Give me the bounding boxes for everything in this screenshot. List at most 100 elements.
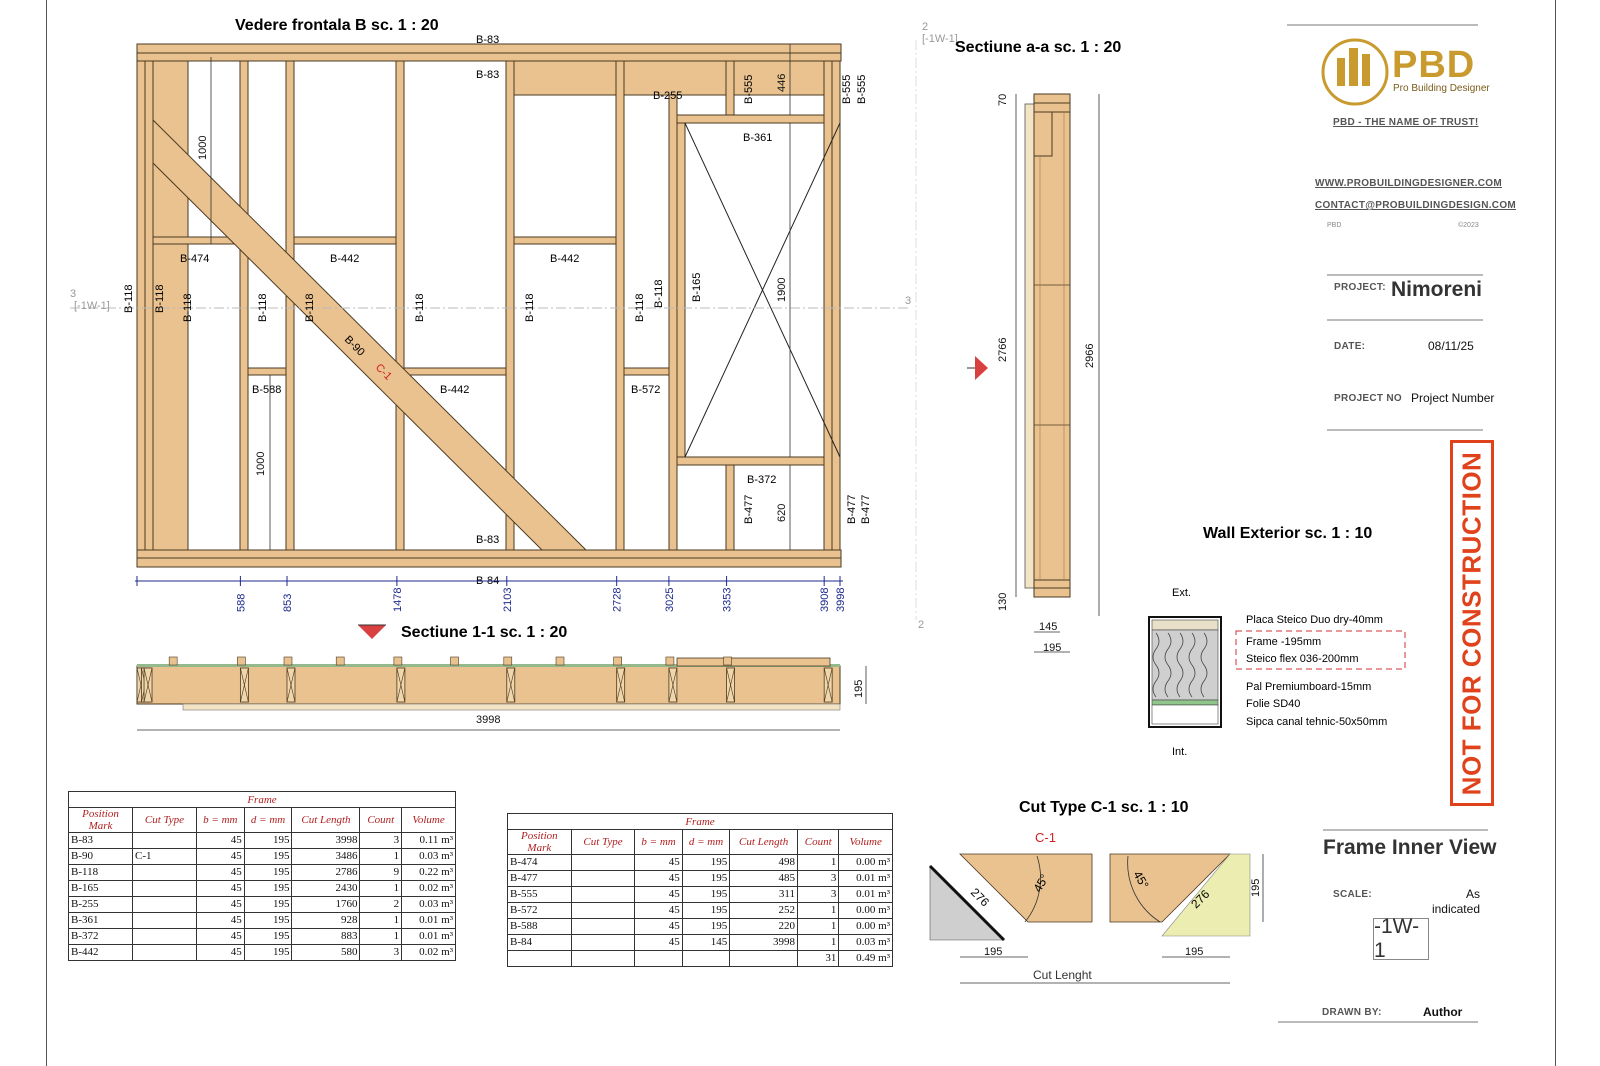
dim-2766: 2766 xyxy=(997,338,1009,362)
label-b442: B-442 xyxy=(550,253,579,265)
dim-3998: 3998 xyxy=(476,714,500,726)
table-cell: 928 xyxy=(291,912,361,929)
cut-width: 195 xyxy=(984,946,1002,958)
block-b442 xyxy=(293,236,397,245)
logo-subtitle: Pro Building Designer xyxy=(1393,83,1490,94)
table-cell xyxy=(131,912,197,929)
table-cell: 580 xyxy=(291,944,361,961)
table-cell: 45 xyxy=(195,944,245,961)
table-cell: 0.11 m³ xyxy=(401,832,456,849)
table-cell: B-118 xyxy=(68,864,133,881)
table-cell: 145 xyxy=(681,934,731,951)
col-b: b = mm xyxy=(634,829,683,855)
logo-text: PBD xyxy=(1392,44,1476,86)
table-cell: 3998 xyxy=(729,934,798,951)
email-link[interactable]: CONTACT@PROBUILDINGDESIGN.COM xyxy=(1315,200,1517,211)
table-cell: B-588 xyxy=(507,918,572,935)
section-batten xyxy=(237,656,246,666)
stud xyxy=(615,60,625,551)
stud xyxy=(395,60,405,551)
table-cell: 0.02 m³ xyxy=(401,944,456,961)
stud xyxy=(823,60,833,551)
table-cell: 45 xyxy=(195,880,245,897)
table-cell: B-165 xyxy=(68,880,133,897)
section-batten xyxy=(613,656,622,666)
section-aa-title: Sectiune a-a sc. 1 : 20 xyxy=(955,39,1121,56)
sheet-number: -1W-1 xyxy=(1373,915,1429,962)
dim-2966: 2966 xyxy=(1084,344,1096,368)
col-b: b = mm xyxy=(195,807,245,833)
table-cell: 0.00 m³ xyxy=(838,902,893,919)
bottom-plate-1 xyxy=(136,549,842,559)
table-cell: 0.02 m³ xyxy=(401,880,456,897)
website-link[interactable]: WWW.PROBUILDINGDESIGNER.COM xyxy=(1315,178,1502,189)
table-cell: 0.00 m³ xyxy=(838,918,893,935)
dim-value: 3998 xyxy=(835,588,847,612)
project-no-value: Project Number xyxy=(1411,391,1495,405)
layer-label: Sipca canal tehnic-50x50mm xyxy=(1246,716,1387,728)
table-cell xyxy=(570,934,636,951)
cut-label: C-1 xyxy=(1035,830,1056,845)
grid-mark: 2 xyxy=(922,21,928,33)
label-b118: B-118 xyxy=(524,293,536,322)
label-b372: B-372 xyxy=(747,474,776,486)
label-b442: B-442 xyxy=(440,384,469,396)
block-b588 xyxy=(247,367,287,376)
table-cell: 0.01 m³ xyxy=(838,870,893,887)
table-cell: 45 xyxy=(195,912,245,929)
cripple-b555 xyxy=(725,60,735,116)
table-cell xyxy=(131,944,197,961)
label-b165: B-165 xyxy=(691,273,703,302)
wall-exterior-title: Wall Exterior sc. 1 : 10 xyxy=(1203,525,1372,542)
table-cell: B-442 xyxy=(68,944,133,961)
dim-195: 195 xyxy=(1043,642,1061,654)
section-marker xyxy=(358,625,386,639)
sheet-title: Frame Inner View xyxy=(1323,836,1497,859)
table-cell: 3 xyxy=(359,944,403,961)
section-11-battens xyxy=(182,703,841,711)
table-cell: 195 xyxy=(243,912,293,929)
table-cell: 45 xyxy=(634,902,683,919)
table-cell: 195 xyxy=(243,928,293,945)
table-caption: Frame xyxy=(68,791,456,808)
table-cell xyxy=(131,928,197,945)
section-1-1: Sectiune 1-1 sc. 1 : 20 3998 195 xyxy=(136,624,867,731)
cut-width: 195 xyxy=(1185,946,1203,958)
stud xyxy=(505,60,515,551)
stud-b165 xyxy=(676,122,686,458)
table-cell xyxy=(131,880,197,897)
table-cell: B-477 xyxy=(507,870,572,887)
section-batten xyxy=(723,656,732,666)
section-batten xyxy=(168,656,178,666)
table-cell: 45 xyxy=(634,918,683,935)
block-b572 xyxy=(623,367,670,376)
opening-cross xyxy=(684,122,841,458)
table-cell: 45 xyxy=(195,848,245,865)
col-cut-length: Cut Length xyxy=(729,829,798,855)
col-d: d = mm xyxy=(243,807,293,833)
dim-145: 145 xyxy=(1039,621,1057,633)
dim-1000: 1000 xyxy=(197,136,209,160)
label-b83: B-83 xyxy=(476,34,499,46)
stud xyxy=(831,60,841,551)
dim-value: 3025 xyxy=(664,588,676,612)
table-cell: 195 xyxy=(243,832,293,849)
table-cell: 3998 xyxy=(291,832,361,849)
label-b555: B-555 xyxy=(743,75,755,104)
table-cell: 0.01 m³ xyxy=(838,886,893,903)
ext-label: Ext. xyxy=(1172,587,1191,599)
table-cell: 1 xyxy=(359,912,403,929)
section-batten xyxy=(665,656,675,666)
col-cut-type: Cut Type xyxy=(131,807,197,833)
dim-value: 3908 xyxy=(819,588,831,612)
table-cell: 1 xyxy=(359,928,403,945)
table-cell: 3 xyxy=(359,832,403,849)
